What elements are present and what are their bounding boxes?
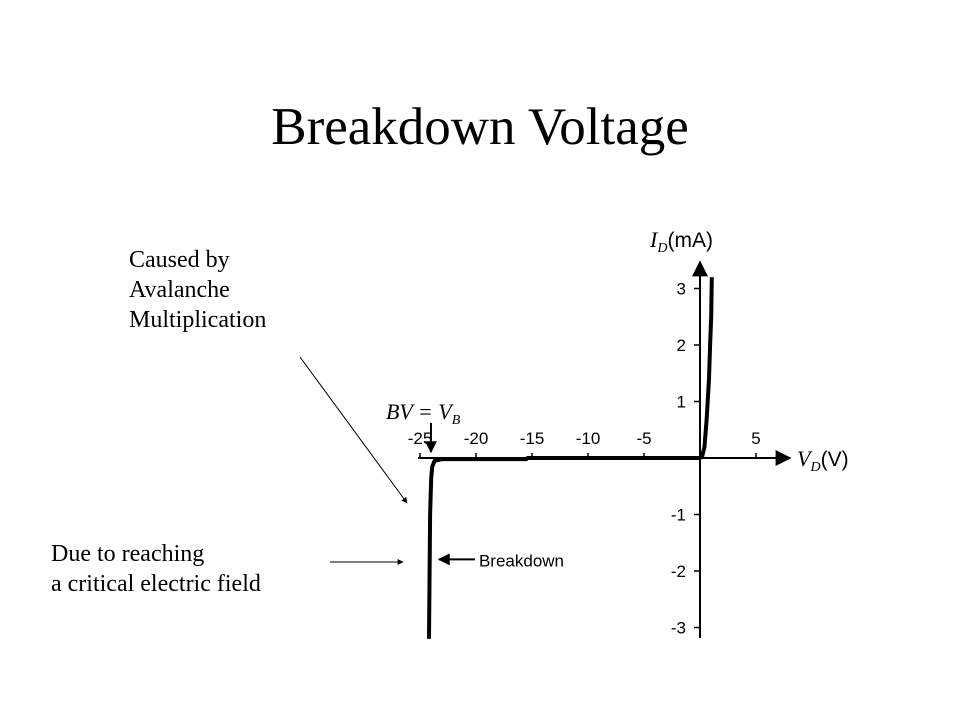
annotation-avalanche-line: Multiplication [129, 307, 267, 333]
breakdown-voltage-label-text: BV = V [386, 399, 454, 424]
x-tick-label: 5 [751, 429, 760, 448]
y-axis-title-symbol: I [649, 227, 659, 252]
annotation-critical-field: Due to reaching a critical electric fiel… [51, 539, 261, 599]
x-axis-title: VD(V) [797, 446, 849, 475]
x-tick-label: -25 [408, 429, 433, 448]
x-axis-title-symbol: V [797, 446, 813, 471]
y-axis-title-subscript: D [656, 241, 667, 256]
breakdown-label: Breakdown [479, 551, 564, 570]
annotation-avalanche-line: Avalanche [129, 277, 230, 303]
slide-title: Breakdown Voltage [271, 98, 689, 156]
breakdown-voltage-label-subscript: B [452, 413, 461, 428]
breakdown-voltage-label: BV = VB [386, 399, 461, 428]
x-tick-label: -5 [636, 429, 651, 448]
x-axis-title-unit: (V) [821, 448, 849, 471]
y-tick-label: -3 [671, 619, 686, 638]
iv-curve [427, 277, 714, 639]
y-tick-label: -2 [671, 562, 686, 581]
y-tick-label: 3 [677, 280, 686, 299]
x-tick-label: -15 [520, 429, 545, 448]
x-axis-title-subscript: D [809, 460, 820, 475]
y-axis-title: ID(mA) [649, 227, 713, 256]
y-axis-title-unit: (mA) [667, 229, 713, 252]
annotation-pointers [299, 356, 408, 565]
x-tick-label: -10 [576, 429, 601, 448]
iv-curve-line [427, 277, 714, 639]
x-tick-label: -20 [464, 429, 489, 448]
y-tick-label: 2 [677, 336, 686, 355]
annotation-avalanche-line: Caused by [129, 247, 230, 273]
annotation-avalanche: Caused by Avalanche Multiplication [129, 245, 266, 335]
y-tick-label: -1 [671, 506, 686, 525]
avalanche-pointer-arrow [299, 356, 408, 504]
annotation-critical-line: Due to reaching [51, 541, 205, 567]
y-tick-label: 1 [677, 393, 686, 412]
annotation-critical-line: a critical electric field [51, 571, 261, 597]
chart-markers: BV = VB Breakdown [386, 399, 564, 570]
axis-ticks: -25 -20 -15 -10 -5 5 -3 -2 -1 1 2 3 [408, 280, 761, 638]
